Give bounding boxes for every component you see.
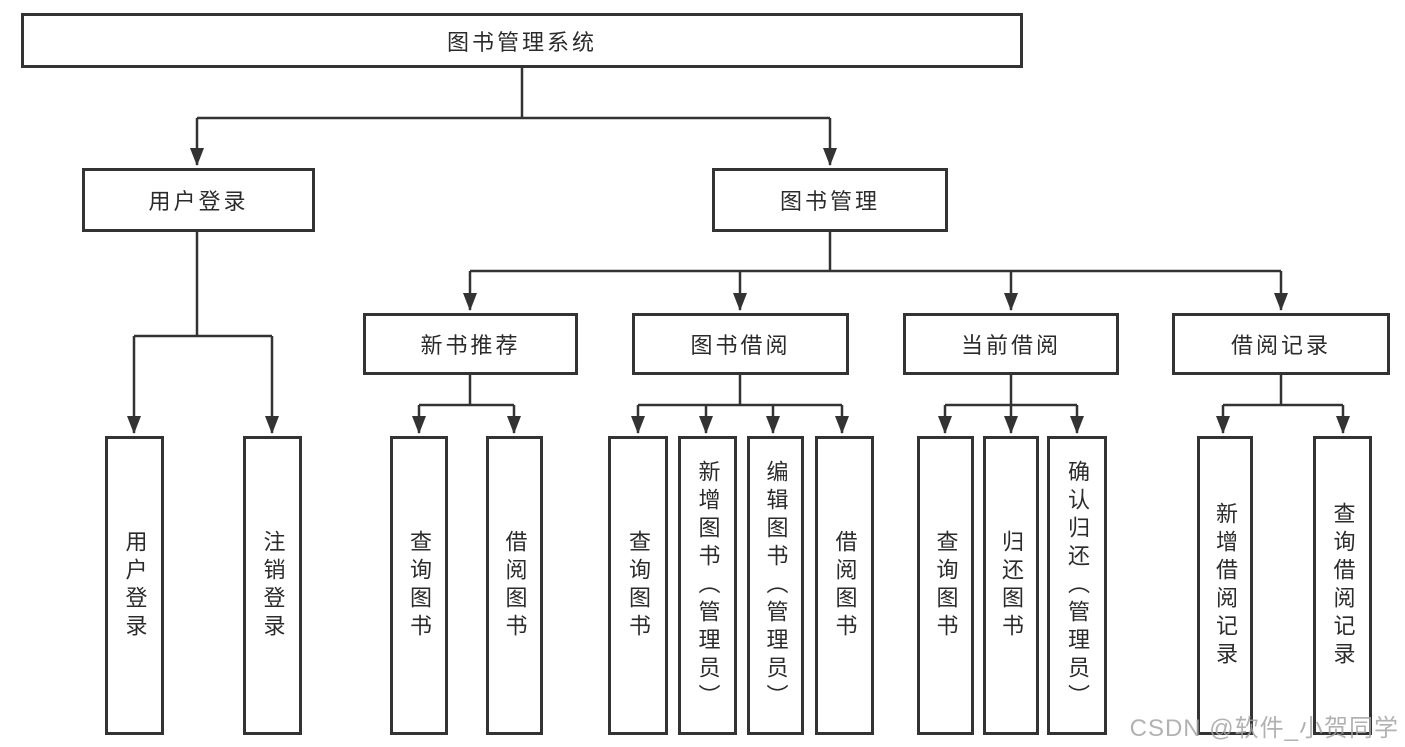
leaf-current-confirm: 确认归还（管理员）: [1047, 436, 1107, 735]
leaf-newbook-query-label: 查询图书: [407, 529, 432, 642]
leaf-current-return: 归还图书: [983, 436, 1039, 735]
node-borrow-record-label: 借阅记录: [1230, 333, 1331, 358]
leaf-borrowing-query-label: 查询图书: [626, 529, 651, 642]
leaf-current-query: 查询图书: [917, 436, 974, 735]
leaf-logout-label: 注销登录: [260, 529, 286, 642]
leaf-borrowing-edit-label: 编辑图书（管理员）: [763, 459, 789, 712]
leaf-current-return-label: 归还图书: [999, 529, 1024, 642]
node-root: 图书管理系统: [21, 13, 1023, 68]
node-user-login-label: 用户登录: [148, 189, 249, 214]
leaf-newbook-query: 查询图书: [390, 436, 448, 735]
leaf-record-query-label: 查询借阅记录: [1330, 501, 1356, 670]
leaf-current-confirm-label: 确认归还（管理员）: [1065, 459, 1090, 712]
leaf-current-query-label: 查询图书: [933, 529, 959, 642]
node-book-mgmt-label: 图书管理: [779, 189, 880, 214]
leaf-borrowing-query: 查询图书: [608, 436, 668, 735]
leaf-borrowing-edit: 编辑图书（管理员）: [747, 436, 804, 735]
leaf-user-login-label: 用户登录: [122, 529, 148, 642]
leaf-logout: 注销登录: [243, 436, 302, 735]
node-borrow-record: 借阅记录: [1172, 313, 1390, 375]
node-new-book-rec: 新书推荐: [363, 313, 578, 375]
node-root-label: 图书管理系统: [446, 29, 597, 55]
node-user-login: 用户登录: [82, 168, 315, 232]
node-book-borrow-label: 图书借阅: [690, 333, 791, 358]
leaf-borrowing-add-label: 新增图书（管理员）: [695, 459, 721, 712]
leaf-borrowing-add: 新增图书（管理员）: [678, 436, 737, 735]
node-book-borrow: 图书借阅: [632, 313, 849, 375]
leaf-borrowing-borrow-label: 借阅图书: [832, 529, 858, 642]
leaf-newbook-borrow-label: 借阅图书: [502, 529, 528, 642]
leaf-record-add: 新增借阅记录: [1197, 436, 1253, 735]
leaf-record-query: 查询借阅记录: [1313, 436, 1372, 735]
node-book-mgmt: 图书管理: [712, 168, 948, 232]
node-new-book-rec-label: 新书推荐: [420, 333, 521, 358]
leaf-borrowing-borrow: 借阅图书: [815, 436, 874, 735]
node-current-borrow-label: 当前借阅: [960, 333, 1061, 358]
leaf-newbook-borrow: 借阅图书: [486, 436, 543, 735]
leaf-record-add-label: 新增借阅记录: [1213, 501, 1238, 670]
leaf-user-login: 用户登录: [105, 436, 164, 735]
node-current-borrow: 当前借阅: [903, 313, 1119, 375]
csdn-watermark: CSDN @软件_小贺同学: [1129, 715, 1399, 742]
